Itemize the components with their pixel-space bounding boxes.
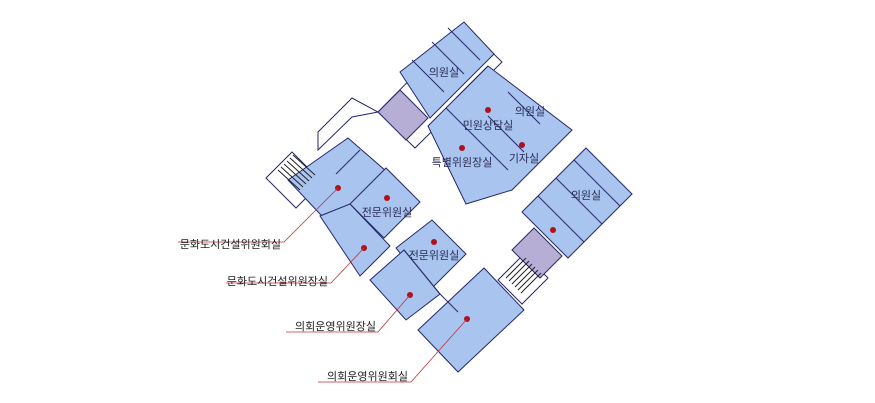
leader-steering-chair (286, 294, 411, 333)
leader-culture-city-meeting (178, 187, 339, 243)
marker-press-room (519, 142, 525, 148)
room-expert-1[interactable] (349, 167, 421, 239)
label-member-office-right: 의원실 (571, 189, 601, 202)
callout-steering-meeting: 의회운영위원회실 (327, 370, 408, 383)
label-member-office-top: 의원실 (429, 66, 459, 79)
leader-culture-city-chair (226, 247, 365, 284)
room-block-right[interactable] (521, 147, 633, 259)
marker-expert-committee-2 (431, 239, 437, 245)
room-steering-meeting[interactable] (417, 267, 525, 373)
partition (487, 115, 525, 153)
room-member-office-top[interactable] (399, 21, 495, 119)
corridor-left-connector (317, 97, 380, 152)
label-member-office-mid: 의원실 (515, 105, 545, 118)
marker-member-office-right (550, 227, 556, 233)
partition (573, 159, 621, 207)
partition (537, 195, 585, 243)
callout-culture-city-meeting: 문화도시건설위원회실 (180, 238, 281, 251)
room-service-right (511, 227, 563, 279)
partition (403, 249, 441, 295)
room-culture-city-chair[interactable] (319, 203, 391, 277)
stairs-right (505, 257, 542, 294)
room-service-top (377, 89, 429, 141)
partition (445, 107, 509, 171)
callout-steering-chair: 의회운영위원장실 (295, 320, 376, 333)
label-expert-committee-1: 전문위원실 (362, 206, 413, 219)
callout-culture-city-chair: 문화도시건설위원장실 (227, 275, 328, 288)
partition (335, 149, 361, 175)
label-press-room: 기자실 (509, 152, 539, 165)
marker-expert-committee-1 (384, 195, 390, 201)
partition (507, 91, 541, 125)
partition (439, 293, 459, 313)
partition (447, 27, 481, 61)
partition (455, 65, 489, 99)
label-expert-committee-2: 전문위원실 (409, 249, 460, 262)
partition (411, 59, 445, 93)
partition (555, 177, 603, 225)
label-special-committee: 특별위원장실 (432, 156, 493, 169)
partition (431, 41, 465, 75)
marker-special-committee (459, 145, 465, 151)
marker-civil-consultation (485, 107, 491, 113)
stairs-left (277, 154, 316, 191)
leader-steering-meeting (318, 318, 468, 383)
label-civil-consultation: 민원상담실 (463, 119, 514, 132)
